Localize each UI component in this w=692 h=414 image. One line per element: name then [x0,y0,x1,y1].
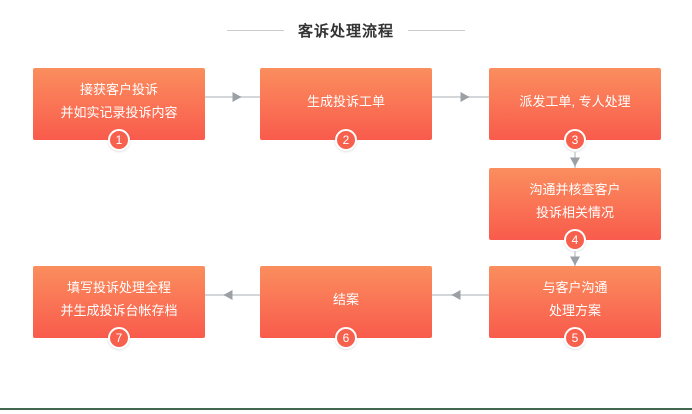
arrow-step4-to-step5 [570,251,580,266]
step-text-7: 填写投诉处理全程 并生成投诉台帐存档 [60,280,178,318]
bottom-edge-rule [0,408,692,410]
step-box-6: 结案 6 [260,266,432,349]
step-text-3: 派发工单, 专人处理 [519,93,631,109]
step-text-6: 结案 [332,291,359,307]
step-number-badge-6: 6 [335,327,357,349]
step-box-4: 沟通并核查客户 投诉相关情况 4 [489,168,661,251]
arrow-step6-to-step7 [205,290,260,300]
step-number-badge-1: 1 [108,129,130,151]
step-number-badge-3: 3 [564,129,586,151]
arrow-step1-to-step2 [205,92,260,102]
arrowhead-left-icon [451,290,461,300]
arrow-step3-to-step4 [570,152,580,168]
arrowhead-right-icon [232,92,242,102]
arrowhead-down-icon [570,256,580,266]
step-box-1: 接获客户投诉 并如实记录投诉内容 1 [33,68,205,151]
step-number-badge-5: 5 [564,327,586,349]
step-box-3: 派发工单, 专人处理 3 [489,68,661,151]
step-text-2: 生成投诉工单 [306,93,385,109]
step-number-badge-2: 2 [335,129,357,151]
step-box-5: 与客户沟通 处理方案 5 [489,266,661,349]
step-box-2: 生成投诉工单 2 [260,68,432,151]
step-text-4: 沟通并核查客户 投诉相关情况 [529,182,621,220]
title-rule-left [226,30,284,31]
arrowhead-right-icon [460,92,470,102]
title-rule-right [408,30,465,31]
arrow-step5-to-step6 [432,290,489,300]
step-number-badge-7: 7 [108,327,130,349]
arrowhead-left-icon [223,290,233,300]
step-number-badge-4: 4 [564,229,586,251]
step-box-7: 填写投诉处理全程 并生成投诉台帐存档 7 [33,266,205,349]
flowchart-title-block: 客诉处理流程 [0,20,692,41]
page-title: 客诉处理流程 [297,23,394,40]
arrow-step2-to-step3 [432,92,489,102]
step-text-5: 与客户沟通 处理方案 [542,280,608,318]
arrowhead-down-icon [570,157,580,167]
step-text-1: 接获客户投诉 并如实记录投诉内容 [60,82,178,120]
